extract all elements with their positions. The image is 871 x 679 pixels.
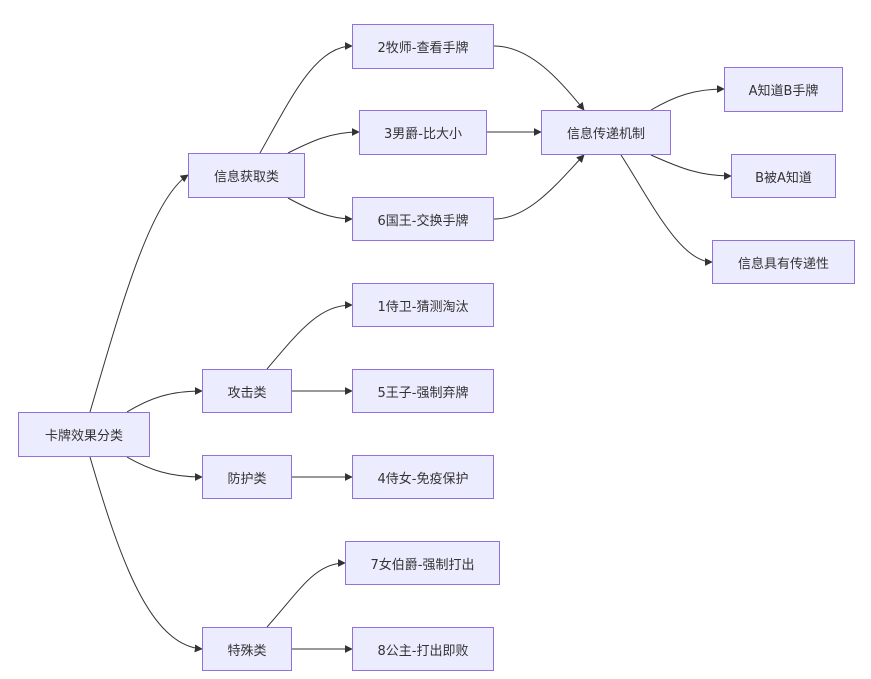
node-label: 7女伯爵-强制打出 bbox=[370, 557, 475, 573]
node-label: 6国王-交换手牌 bbox=[377, 213, 469, 229]
edge-special-to-countess bbox=[266, 559, 346, 628]
node-label: 4侍女-免疫保护 bbox=[377, 471, 469, 487]
node-baron[interactable]: 3男爵-比大小 bbox=[359, 110, 487, 155]
node-label: 特殊类 bbox=[227, 643, 267, 659]
node-label: B被A知道 bbox=[755, 170, 812, 186]
node-label: 信息获取类 bbox=[213, 170, 279, 185]
edge-root-to-attack bbox=[126, 387, 203, 413]
node-label: 卡牌效果分类 bbox=[44, 429, 123, 444]
edge-attack-to-guard bbox=[266, 301, 353, 370]
node-prince[interactable]: 5王子-强制弃牌 bbox=[352, 369, 494, 413]
node-priest[interactable]: 2牧师-查看手牌 bbox=[352, 24, 494, 69]
node-label: 8公主-打出即败 bbox=[377, 643, 469, 659]
node-label: 信息具有传递性 bbox=[737, 256, 829, 272]
edge-info-to-priest bbox=[259, 42, 353, 154]
node-info-mechanism[interactable]: 信息传递机制 bbox=[541, 110, 671, 155]
node-handmaid[interactable]: 4侍女-免疫保护 bbox=[352, 455, 494, 499]
node-special-category[interactable]: 特殊类 bbox=[202, 627, 292, 671]
node-countess[interactable]: 7女伯爵-强制打出 bbox=[345, 541, 500, 585]
node-label: 攻击类 bbox=[227, 385, 267, 401]
edge-root-to-info bbox=[89, 174, 189, 413]
edge-root-to-special bbox=[89, 456, 203, 653]
node-label: 信息传递机制 bbox=[566, 127, 645, 142]
node-label: 防护类 bbox=[227, 471, 267, 487]
node-root[interactable]: 卡牌效果分类 bbox=[18, 412, 150, 457]
node-king[interactable]: 6国王-交换手牌 bbox=[352, 197, 494, 241]
node-label: 2牧师-查看手牌 bbox=[377, 41, 469, 56]
edge-mechanism-to-transitive bbox=[620, 154, 713, 266]
node-defense-category[interactable]: 防护类 bbox=[202, 455, 292, 499]
node-label: 1侍卫-猜测淘汰 bbox=[377, 299, 469, 315]
node-b-known-by-a[interactable]: B被A知道 bbox=[731, 154, 836, 198]
edge-king-to-mechanism bbox=[493, 154, 585, 220]
edge-mechanism-to-b_known bbox=[650, 154, 732, 180]
node-label: 5王子-强制弃牌 bbox=[377, 385, 469, 401]
node-info-category[interactable]: 信息获取类 bbox=[188, 153, 305, 198]
node-a-knows-b-hand[interactable]: A知道B手牌 bbox=[724, 67, 843, 112]
node-label: A知道B手牌 bbox=[748, 84, 819, 99]
edge-info-to-baron bbox=[287, 128, 360, 154]
edge-priest-to-mechanism bbox=[493, 45, 585, 111]
edge-mechanism-to-a_knows bbox=[650, 85, 725, 111]
node-princess[interactable]: 8公主-打出即败 bbox=[352, 627, 494, 671]
node-attack-category[interactable]: 攻击类 bbox=[202, 369, 292, 413]
node-info-transitive[interactable]: 信息具有传递性 bbox=[712, 240, 855, 284]
edge-info-to-king bbox=[287, 197, 353, 223]
edge-root-to-defense bbox=[126, 456, 203, 481]
node-label: 3男爵-比大小 bbox=[384, 127, 462, 142]
node-guard[interactable]: 1侍卫-猜测淘汰 bbox=[352, 283, 494, 327]
